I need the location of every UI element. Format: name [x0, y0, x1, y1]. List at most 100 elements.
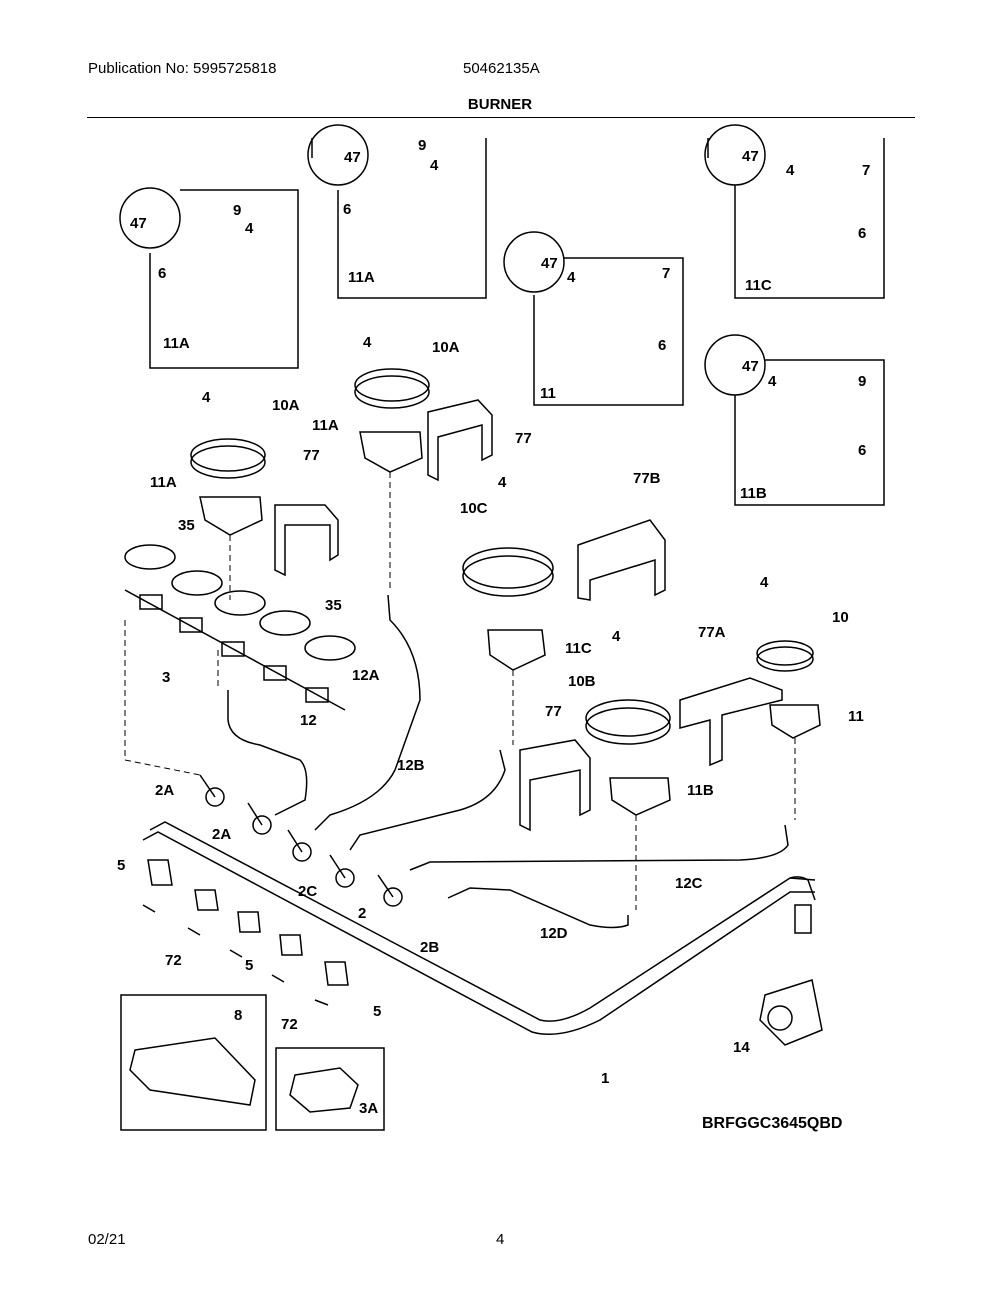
callout-label: 47 — [742, 148, 759, 165]
valve-2C — [287, 829, 312, 862]
tube-12D — [447, 887, 629, 929]
burner-head-10C — [462, 547, 554, 589]
grate-pad-35 — [124, 544, 176, 570]
callout-label: 35 — [178, 517, 195, 534]
burner-base-11A — [199, 496, 263, 536]
callout-label: 3 — [162, 669, 170, 686]
callout-label: 11C — [745, 277, 772, 294]
grate-pad-35 — [304, 635, 356, 661]
heat-shield-77 — [274, 504, 339, 577]
valve-2 — [329, 854, 355, 888]
clip-5 — [147, 859, 173, 886]
document-number: 50462135A — [463, 60, 540, 77]
orifice-callout-circle — [307, 124, 369, 186]
callout-label: 77B — [633, 470, 661, 487]
screw-72 — [271, 974, 285, 983]
callout-label: 6 — [858, 442, 866, 459]
callout-label: 6 — [158, 265, 166, 282]
callout-label: 11B — [687, 782, 714, 799]
orifice-callout-circle — [119, 187, 181, 249]
callout-label: 2 — [358, 905, 366, 922]
callout-label: 47 — [541, 255, 558, 272]
section-title: BURNER — [467, 96, 533, 113]
valve-2B — [377, 874, 403, 907]
callout-label: 4 — [760, 574, 769, 591]
heat-shield-77A — [679, 677, 783, 767]
burner-head-10A — [354, 368, 430, 402]
callout-label: 10 — [832, 609, 849, 626]
callout-label: 2A — [212, 826, 231, 843]
clip-5 — [194, 889, 219, 911]
callout-label: 77 — [515, 430, 532, 447]
callout-label: 47 — [344, 149, 361, 166]
valve-2A — [247, 802, 272, 835]
heat-shield-77 — [519, 739, 591, 832]
heat-shield-77B — [577, 519, 666, 601]
callout-label: 6 — [658, 337, 666, 354]
callout-label: 12A — [352, 667, 380, 684]
callout-label: 14 — [733, 1039, 750, 1056]
callout-label: 11B — [740, 485, 767, 502]
callout-label: 9 — [858, 373, 866, 390]
callout-label: 11 — [540, 385, 556, 402]
callout-label: 4 — [612, 628, 621, 645]
callout-label: 2B — [420, 939, 439, 956]
tube-12A — [314, 594, 421, 831]
callout-label: 12B — [397, 757, 425, 774]
callout-label: 5 — [373, 1003, 381, 1020]
burner-head-10 — [756, 640, 814, 666]
callout-label: 4 — [363, 334, 372, 351]
callout-label: 10B — [568, 673, 596, 690]
callout-label: 9 — [418, 137, 426, 154]
burner-base-11B — [609, 777, 671, 816]
model-code: BRFGGC3645QBD — [702, 1115, 842, 1132]
grate-pad-35 — [259, 610, 311, 636]
callout-label: 12D — [540, 925, 568, 942]
callout-label: 11 — [848, 708, 864, 725]
inset-frame — [707, 138, 885, 299]
callout-label: 12C — [675, 875, 703, 892]
callout-label: 77 — [303, 447, 320, 464]
callout-label: 2A — [155, 782, 174, 799]
callout-label: 5 — [117, 857, 125, 874]
callout-label: 4 — [567, 269, 576, 286]
callout-label: 47 — [742, 358, 759, 375]
heat-shield-77 — [427, 399, 493, 482]
burner-head-10B — [585, 699, 671, 737]
inset-frame — [533, 257, 684, 406]
tube-12C — [409, 824, 789, 871]
callout-label: 35 — [325, 597, 342, 614]
regulator-fitting — [794, 904, 812, 934]
clip-5 — [324, 961, 349, 986]
orifice-callout-circle — [704, 124, 766, 186]
callout-label: 2C — [298, 883, 317, 900]
callout-label: 5 — [245, 957, 253, 974]
screw-72 — [314, 999, 329, 1006]
clip-5 — [279, 934, 303, 956]
callout-label: 8 — [234, 1007, 242, 1024]
burner-base-11C — [487, 629, 546, 671]
screw-72 — [229, 949, 243, 958]
orifice-callout-circle — [503, 231, 565, 293]
pressure-regulator-14 — [759, 979, 823, 1046]
callout-label: 7 — [862, 162, 870, 179]
page-number: 4 — [496, 1231, 505, 1248]
callout-label: 11C — [565, 640, 592, 657]
callout-label: 4 — [245, 220, 254, 237]
callout-label: 9 — [233, 202, 241, 219]
tube-12 — [227, 690, 308, 816]
callout-label: 4 — [498, 474, 507, 491]
burner-head-10A — [190, 438, 266, 472]
callout-label: 4 — [202, 389, 211, 406]
callout-label: 10A — [272, 397, 300, 414]
callout-label: 6 — [858, 225, 866, 242]
manifold-pipe-1 — [149, 821, 816, 1022]
tube-12B — [349, 749, 506, 851]
burner-base-11 — [769, 704, 821, 739]
callout-label: 72 — [281, 1016, 298, 1033]
publication-number: Publication No: 5995725818 — [88, 60, 277, 77]
callout-label: 10C — [460, 500, 488, 517]
header-rule — [87, 117, 915, 118]
clip-5 — [237, 911, 261, 933]
callout-label: 77 — [545, 703, 562, 720]
